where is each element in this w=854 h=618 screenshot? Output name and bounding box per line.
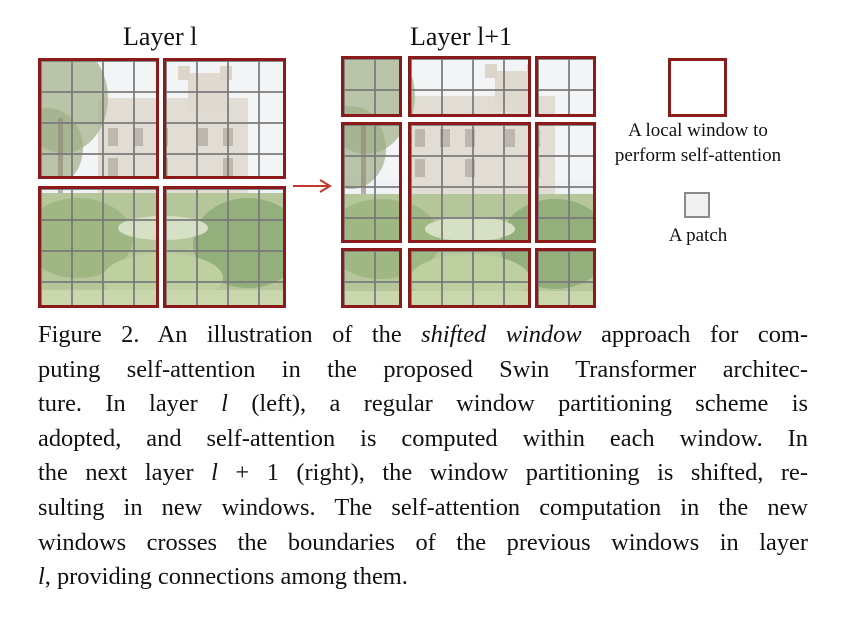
shifted-window-5 <box>408 122 531 243</box>
caption-line-8: l, providing connections among them. <box>38 560 808 595</box>
shifted-window-4 <box>341 122 402 243</box>
legend-window-line1: A local window to <box>628 120 768 141</box>
shifted-window-9 <box>535 248 596 308</box>
patch-grid <box>411 59 528 114</box>
patch-grid <box>344 125 399 240</box>
figure-caption: Figure 2. An illustration of the shifted… <box>38 318 808 595</box>
window-bottom-left <box>38 186 159 308</box>
patch-grid <box>538 59 593 114</box>
caption-line-3-a: ture. In layer <box>38 390 222 418</box>
caption-emphasis: shifted window <box>421 321 582 348</box>
caption-line-4: adopted, and self-attention is computed … <box>38 424 808 452</box>
caption-line-1-b: approach for com- <box>581 321 809 348</box>
caption-line-1-a: Figure 2. An illustration of the <box>38 321 422 348</box>
caption-line-6: sulting in new windows. The self-attenti… <box>38 493 808 521</box>
caption-line-3-b: (left), a regular window partitioning sc… <box>227 390 809 418</box>
caption-line-5: the next layer l + 1 (right), the window… <box>38 456 808 491</box>
layer-l-plus-1-label: Layer l+1 <box>410 22 513 51</box>
legend-window-text: A local window to perform self-attention <box>598 119 798 168</box>
legend-window-line2: perform self-attention <box>614 144 782 166</box>
legend-window-swatch <box>668 58 727 117</box>
caption-line-1: Figure 2. An illustration of the shifted… <box>38 318 808 353</box>
caption-math-l: l <box>38 563 45 591</box>
window-bottom-right <box>163 186 286 308</box>
shifted-window-6 <box>535 122 596 243</box>
shifted-window-2 <box>408 56 531 117</box>
patch-grid <box>538 125 593 240</box>
patch-grid <box>41 189 156 305</box>
shifted-window-3 <box>535 56 596 117</box>
legend-patch-text: A patch <box>668 225 728 246</box>
patch-grid <box>538 251 593 305</box>
caption-line-3: ture. In layer l (left), a regular windo… <box>38 387 808 422</box>
caption-line-7: windows crosses the boundaries of the pr… <box>38 528 808 556</box>
shifted-window-1 <box>341 56 402 117</box>
shifted-window-7 <box>341 248 402 308</box>
caption-math-l: l <box>211 459 218 487</box>
patch-grid <box>41 61 156 176</box>
legend-patch-swatch <box>684 192 710 218</box>
window-top-right <box>163 58 286 179</box>
caption-line-2: puting self-attention in the proposed Sw… <box>38 355 808 383</box>
caption-line-5-b: + 1 (right), the window partitioning is … <box>217 459 808 487</box>
shifted-window-8 <box>408 248 531 308</box>
caption-math-l: l <box>221 390 228 418</box>
caption-line-8-b: , providing connections among them. <box>44 563 408 591</box>
patch-grid <box>344 251 399 305</box>
patch-grid <box>411 251 528 305</box>
patch-grid <box>344 59 399 114</box>
layer-l-label: Layer l <box>123 22 198 51</box>
patch-grid <box>411 125 528 240</box>
arrow-right-icon <box>293 179 332 193</box>
window-top-left <box>38 58 159 179</box>
patch-grid <box>166 189 283 305</box>
caption-line-5-a: the next layer <box>38 459 212 487</box>
patch-grid <box>166 61 283 176</box>
